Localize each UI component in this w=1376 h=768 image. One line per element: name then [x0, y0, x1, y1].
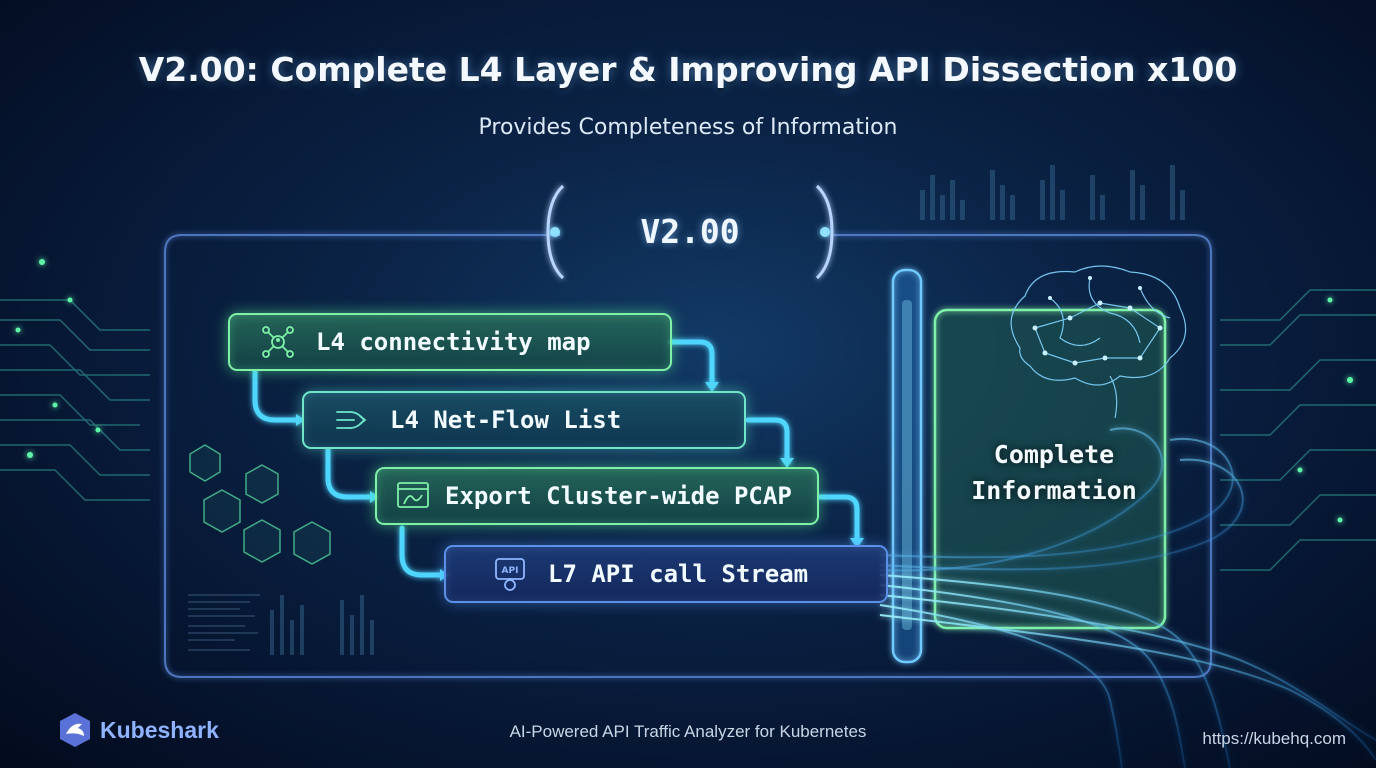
hexagon-cluster	[189, 444, 331, 565]
kubeshark-shield-icon	[60, 713, 90, 747]
flow-connectors	[252, 339, 860, 578]
step-label: L4 connectivity map	[316, 328, 591, 356]
export-window-icon	[397, 482, 429, 508]
bracket-node-right	[820, 227, 830, 237]
step-label: L4 Net-Flow List	[390, 406, 622, 434]
step-l4-net-flow-list: L4 Net-Flow List	[302, 391, 746, 449]
step-label: Export Cluster-wide PCAP	[445, 482, 792, 510]
log-bars	[270, 595, 374, 655]
network-icon	[262, 326, 294, 358]
log-lines	[188, 594, 260, 651]
data-stream	[879, 427, 1376, 768]
step-label: L7 API call Stream	[548, 560, 809, 588]
footer-url[interactable]: https://kubehq.com	[1202, 729, 1346, 748]
right-circuit-traces	[1220, 289, 1376, 571]
flow-list-icon	[336, 411, 367, 429]
left-bracket	[546, 184, 565, 280]
api-gear-icon: API	[495, 558, 525, 591]
result-line-1: Complete	[993, 440, 1115, 469]
svg-text:API: API	[502, 566, 519, 576]
bracket-node-left	[550, 227, 560, 237]
step-export-cluster-wide-pcap: Export Cluster-wide PCAP	[375, 467, 819, 525]
result-text: Complete Information	[938, 437, 1170, 509]
page-title: V2.00: Complete L4 Layer & Improving API…	[138, 50, 1238, 89]
left-circuit-traces	[0, 299, 150, 501]
flow-arrowheads	[296, 382, 864, 581]
right-bracket	[815, 184, 834, 280]
page-subtitle: Provides Completeness of Information	[478, 115, 898, 140]
version-label: V2.00	[640, 212, 740, 251]
gate-core	[902, 300, 912, 630]
step-l7-api-call-stream: API L7 API call Stream	[444, 545, 888, 603]
right-circuit-nodes	[1297, 297, 1353, 523]
footer-tagline: AI-Powered API Traffic Analyzer for Kube…	[509, 722, 867, 741]
result-line-2: Information	[971, 476, 1137, 505]
brand-name: Kubeshark	[100, 716, 219, 743]
gate-panel	[891, 268, 923, 664]
main-frame	[164, 234, 1212, 678]
step-l4-connectivity-map: L4 connectivity map	[228, 313, 672, 371]
equalizer-bars	[920, 165, 1185, 220]
left-circuit-nodes	[15, 259, 101, 458]
brand-logo: Kubeshark	[58, 712, 219, 748]
brain-icon	[1010, 265, 1187, 418]
